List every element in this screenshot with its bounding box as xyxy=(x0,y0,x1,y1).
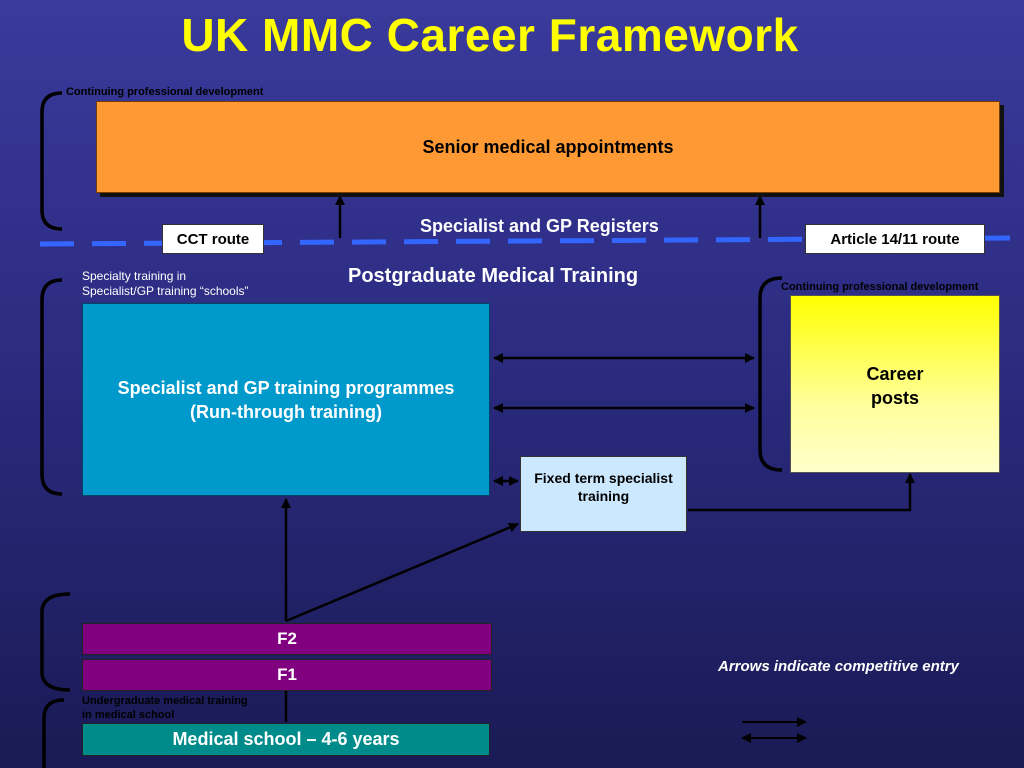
article-route-box: Article 14/11 route xyxy=(805,224,985,254)
specialty-label-line-1: Specialty training in xyxy=(82,269,187,283)
training-programmes-line-1: Specialist and GP training programmes xyxy=(117,377,455,398)
f1-box: F1 xyxy=(82,659,492,691)
fixed-term-label: Fixed term specialist training xyxy=(534,470,673,504)
medical-school-label: Medical school – 4-6 years xyxy=(172,729,400,749)
bracket-foundation xyxy=(40,592,71,692)
page-title: UK MMC Career Framework xyxy=(181,9,799,61)
senior-appointments-label: Senior medical appointments xyxy=(422,136,674,157)
cpd-label-top: Continuing professional development xyxy=(66,86,264,98)
medical-school-box: Medical school – 4-6 years xyxy=(82,723,490,756)
cct-route-label: CCT route xyxy=(176,230,250,248)
undergrad-label-line-1: Undergraduate medical training xyxy=(82,695,248,707)
career-posts-box: Career posts xyxy=(790,295,1000,473)
fixed-term-box: Fixed term specialist training xyxy=(520,456,687,532)
bracket-specialty xyxy=(40,278,63,496)
bracket-cpd-top xyxy=(40,91,63,231)
article-route-label: Article 14/11 route xyxy=(830,230,960,248)
career-posts-line-1: Career xyxy=(866,364,924,384)
training-programmes-box: Specialist and GP training programmes (R… xyxy=(82,303,490,496)
bracket-undergrad xyxy=(42,698,65,768)
career-posts-line-2: posts xyxy=(870,388,919,408)
senior-appointments-box: Senior medical appointments xyxy=(96,101,1000,193)
cpd-label-right: Continuing professional development xyxy=(781,281,979,293)
bracket-career xyxy=(758,276,783,472)
legend-text: Arrows indicate competitive entry xyxy=(718,658,959,675)
specialty-label-line-2: Specialist/GP training “schools” xyxy=(82,284,249,298)
f2-box: F2 xyxy=(82,623,492,655)
undergrad-label-line-2: in medical school xyxy=(82,709,175,721)
arrow-f2-to-fixed xyxy=(285,522,519,623)
undergrad-label: Undergraduate medical training in medica… xyxy=(82,694,248,722)
specialty-label: Specialty training in Specialist/GP trai… xyxy=(82,269,249,299)
f2-label: F2 xyxy=(277,629,297,648)
cct-route-box: CCT route xyxy=(162,224,264,254)
registers-label: Specialist and GP Registers xyxy=(420,216,659,236)
f1-label: F1 xyxy=(277,665,297,684)
pmt-label: Postgraduate Medical Training xyxy=(348,265,639,287)
training-programmes-line-2: (Run-through training) xyxy=(190,401,382,422)
arrow-fixed-to-career xyxy=(688,473,915,512)
